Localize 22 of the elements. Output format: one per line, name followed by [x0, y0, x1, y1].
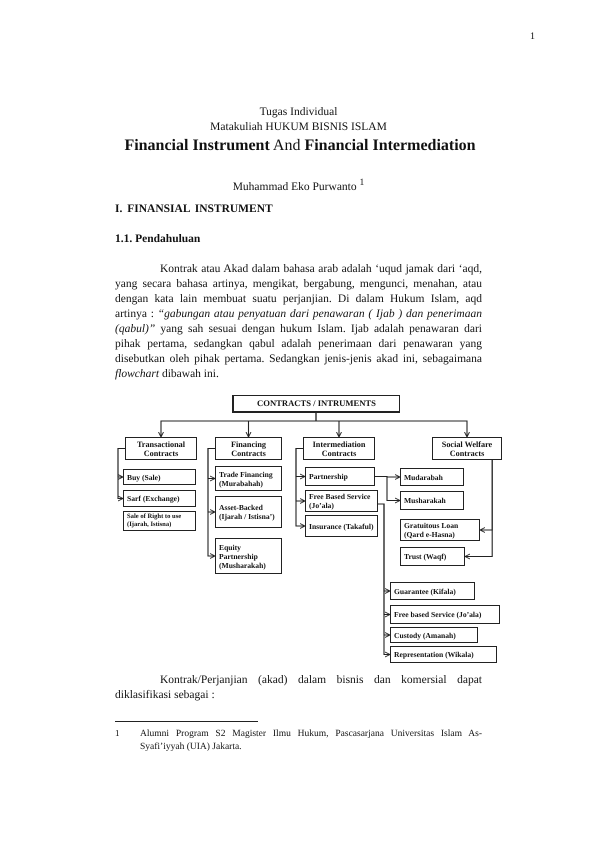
author-name: Muhammad Eko Purwanto $^{1}$ — [232, 177, 366, 193]
footnote-number: 1 — [115, 728, 120, 738]
category-box: Financing Contracts — [215, 437, 282, 460]
arrow — [464, 460, 493, 560]
arrow — [375, 476, 400, 504]
document-title: Financial Instrument And Financial Intermediation — [123, 137, 477, 155]
subtitle: Tugas Individual — [258, 106, 338, 118]
section-heading: I. FINANSIAL INSTRUMENT — [115, 203, 274, 215]
footnote-text: Alumni Program S2 Magister Ilmu Hukum, Pascasarjana Universitas Islam As-Syafi’iyyah (UIA) Jakarta. — [140, 728, 482, 754]
arrow — [315, 413, 470, 438]
arrow — [117, 448, 125, 502]
root-box: CONTRACTS / INTRUMENTS — [232, 395, 400, 413]
category-box: Social Welfare Contracts — [432, 437, 502, 460]
course-name: Matakuliah HUKUM BISNIS ISLAM — [209, 121, 388, 133]
subsection-heading: 1.1. Pendahuluan — [115, 233, 202, 245]
paragraph: Kontrak/Perjanjian (akad) dalam bisnis dan komersial dapat diklasifikasi sebagai : — [115, 673, 482, 703]
category-box: Transactional Contracts — [125, 437, 197, 460]
paragraph: Kontrak atau Akad dalam bahasa arab adalah ‘uqud jamak dari ‘aqd, yang secara bahasa artinya, mengikat, bergabung, mengunci, menahan, atau dengan kata lain membuat suatu perjanjian. Di dalam Hukum Islam, aqd artinya : “gabungan atau penyatuan dari penawaran ( Ijab ) dan penerimaan (qabul)” yang sah sesuai dengan hukum Islam. Ijab adalah penawaran dari pihak pertama, sedangkan qabul adalah penerimaan dari penawaran yang disebutkan oleh pihak pertama. Sedangkan jenis-jenis akad ini, sebagaimana flowchart dibawah ini. — [115, 262, 482, 382]
arrow — [295, 448, 306, 529]
arrow — [207, 448, 216, 559]
category-box: Intermediation Contracts — [303, 437, 375, 460]
page-number: 1 — [529, 31, 535, 42]
